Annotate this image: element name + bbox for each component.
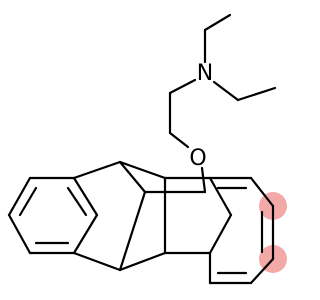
side-chain bbox=[168, 13, 277, 194]
oxygen-atom-label: O bbox=[189, 146, 206, 171]
right-benzene-ring bbox=[163, 176, 275, 285]
nitrogen-atom-label: N bbox=[197, 61, 213, 86]
bridge-bonds bbox=[72, 160, 207, 272]
left-benzene-ring bbox=[7, 176, 99, 255]
molecule-diagram: O N bbox=[7, 13, 287, 285]
